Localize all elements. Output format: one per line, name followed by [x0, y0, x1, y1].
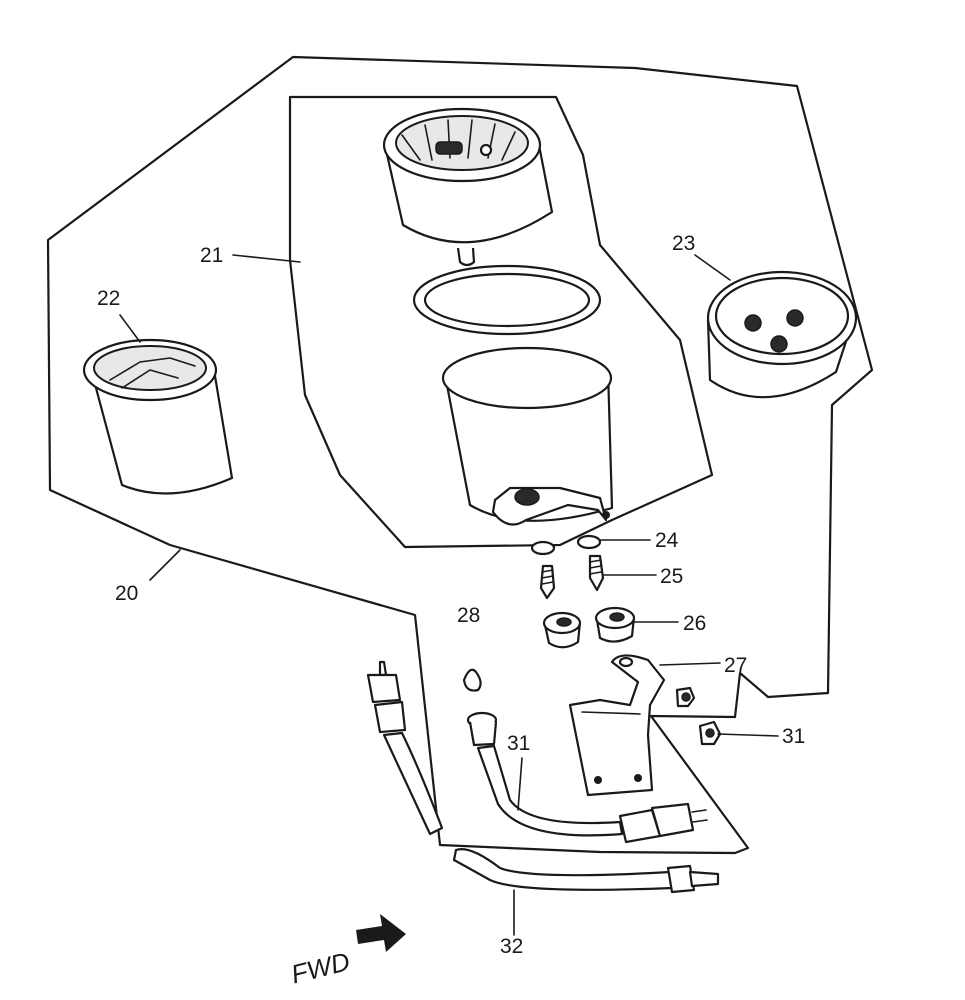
forward-direction-marker: FWD — [288, 914, 406, 989]
callout-23: 23 — [672, 232, 695, 255]
fwd-label: FWD — [288, 946, 353, 989]
speedometer-cable-upper — [366, 660, 444, 836]
callout-26: 26 — [683, 612, 706, 635]
screws-25 — [539, 554, 605, 600]
callout-27: 27 — [724, 654, 747, 677]
bulb-28 — [462, 668, 482, 692]
bulb-socket-30 — [466, 711, 708, 844]
callout-24: 24 — [655, 529, 679, 552]
arrow-right-icon — [356, 914, 406, 952]
gasket-ring — [412, 264, 602, 336]
callout-31: 31 — [782, 725, 805, 748]
gauge-head — [382, 107, 554, 267]
nuts-31 — [675, 686, 722, 746]
callout-28: 28 — [457, 604, 480, 627]
callout-25: 25 — [660, 565, 683, 588]
assembly-outline-20 — [46, 55, 874, 855]
assembly-outline-21 — [288, 95, 714, 549]
callout-22: 22 — [97, 287, 120, 310]
bracket-27 — [568, 654, 666, 797]
callout-labels: 21 22 23 24 25 26 27 28 31 31 20 32 — [97, 232, 805, 958]
washers-24 — [530, 534, 602, 556]
meter-23 — [706, 270, 858, 399]
grommets-26 — [542, 606, 636, 649]
callout-30: 31 — [507, 732, 530, 755]
callout-32: 32 — [500, 935, 523, 958]
speedometer-cable-lower — [452, 848, 720, 894]
callout-20: 20 — [115, 582, 138, 605]
gauge-case — [441, 346, 614, 526]
leader-lines — [119, 254, 779, 936]
callout-21: 21 — [200, 244, 223, 267]
indicator-cup-22 — [82, 338, 234, 495]
